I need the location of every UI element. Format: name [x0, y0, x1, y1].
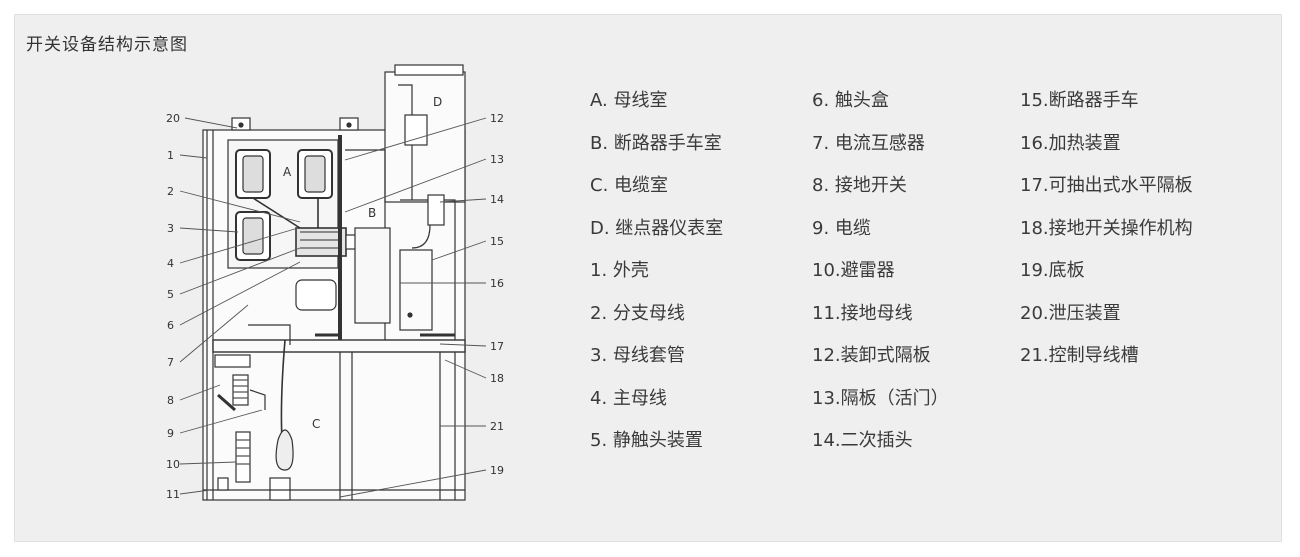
legend-item: 15.断路器手车	[1020, 90, 1139, 111]
legend-item: 5. 静触头装置	[590, 430, 703, 451]
callout-1: 1	[167, 149, 174, 162]
legend-item: 4. 主母线	[590, 387, 667, 409]
callout-11: 11	[166, 488, 180, 501]
callout-15: 15	[490, 235, 504, 248]
callout-9: 9	[167, 427, 174, 440]
callout-2: 2	[167, 185, 174, 198]
callout-19: 19	[490, 464, 504, 477]
legend-item: 18.接地开关操作机构	[1020, 217, 1193, 239]
callout-13: 13	[490, 153, 504, 166]
legend-item: 2. 分支母线	[590, 302, 685, 324]
legend-item: 1. 外壳	[590, 260, 649, 281]
callout-5: 5	[167, 288, 174, 301]
label-compartment-d: D	[433, 95, 442, 109]
callout-10: 10	[166, 458, 180, 471]
callout-21: 21	[490, 420, 504, 433]
legend-item: 20.泄压装置	[1020, 302, 1121, 324]
legend-item: 13.隔板（活门）	[812, 387, 949, 409]
legend-item: 14.二次插头	[812, 430, 913, 451]
legend-item: 12.装卸式隔板	[812, 345, 931, 366]
legend-item: 17.可抽出式水平隔板	[1020, 175, 1193, 196]
callout-16: 16	[490, 277, 504, 290]
legend-column-3: 15.断路器手车 16.加热装置 17.可抽出式水平隔板 18.接地开关操作机构…	[1020, 80, 1193, 378]
legend-item: 8. 接地开关	[812, 175, 907, 196]
legend-column-2: 6. 触头盒 7. 电流互感器 8. 接地开关 9. 电缆 10.避雷器 11.…	[812, 80, 949, 463]
legend-item: 19.底板	[1020, 260, 1085, 281]
callout-3: 3	[167, 222, 174, 235]
callout-6: 6	[167, 319, 174, 332]
callout-4: 4	[167, 257, 174, 270]
legend-item: 6. 触头盒	[812, 90, 889, 111]
callout-12: 12	[490, 112, 504, 125]
legend-item: 21.控制导线槽	[1020, 345, 1139, 366]
label-compartment-c: C	[312, 417, 320, 431]
legend-column-1: A. 母线室 B. 断路器手车室 C. 电缆室 D. 继点器仪表室 1. 外壳 …	[590, 80, 723, 463]
callout-7: 7	[167, 356, 174, 369]
legend-item: A. 母线室	[590, 90, 668, 111]
legend-item: C. 电缆室	[590, 175, 669, 196]
legend-item: D. 继点器仪表室	[590, 217, 724, 239]
legend-item: 16.加热装置	[1020, 132, 1121, 154]
callout-20: 20	[166, 112, 180, 125]
label-compartment-a: A	[283, 165, 292, 179]
legend-item: 11.接地母线	[812, 302, 913, 324]
callout-17: 17	[490, 340, 504, 353]
page-title: 开关设备结构示意图	[26, 35, 188, 55]
callout-18: 18	[490, 372, 504, 385]
legend-item: 10.避雷器	[812, 260, 895, 281]
label-compartment-b: B	[368, 206, 376, 220]
legend-item: 3. 母线套管	[590, 345, 685, 366]
legend-item: B. 断路器手车室	[590, 132, 722, 154]
callout-8: 8	[167, 394, 174, 407]
callout-14: 14	[490, 193, 504, 206]
legend-item: 7. 电流互感器	[812, 132, 925, 154]
legend-item: 9. 电缆	[812, 217, 871, 239]
